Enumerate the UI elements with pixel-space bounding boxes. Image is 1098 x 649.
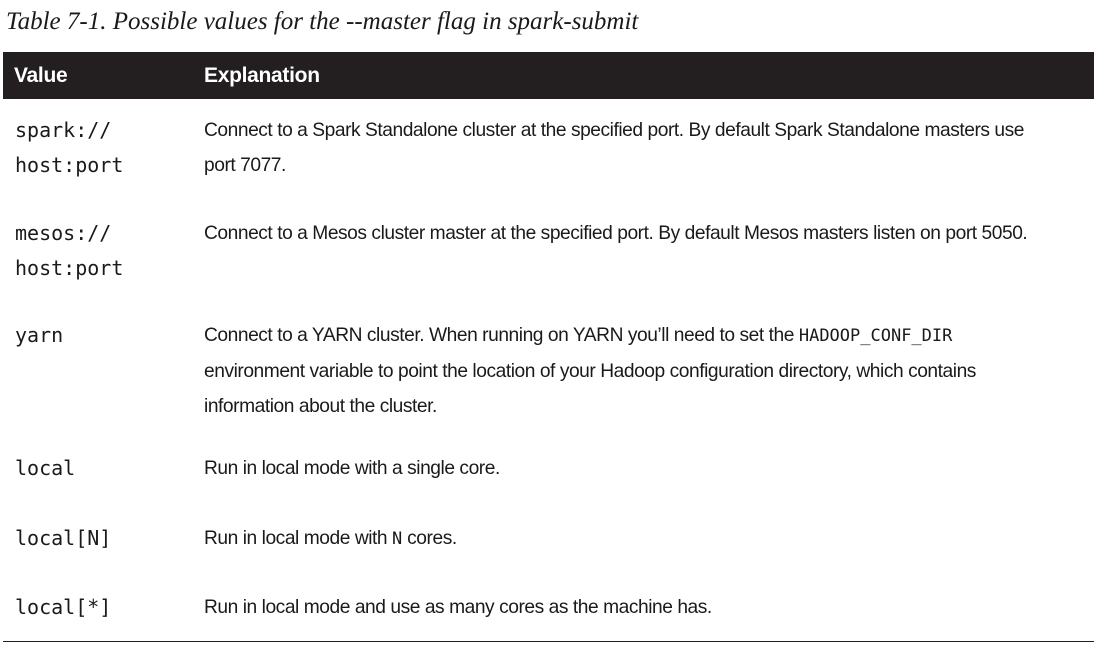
explanation-text: environment variable to point the locati… xyxy=(204,361,976,382)
explanation-cell: Run in local mode with a single core. xyxy=(204,451,1094,486)
explanation-text-part: Connect to a YARN cluster. When running … xyxy=(204,325,799,346)
value-text: mesos:// xyxy=(15,221,112,245)
explanation-text: Run in local mode and use as many cores … xyxy=(204,597,712,618)
value-cell: spark:// host:port xyxy=(3,113,204,183)
table-header-row: Value Explanation xyxy=(3,52,1094,99)
inline-code: N xyxy=(392,529,403,549)
master-values-table: Value Explanation xyxy=(3,52,1094,99)
table-row-mesos: mesos:// host:port Connect to a Mesos cl… xyxy=(3,216,1094,286)
explanation-text: Connect to a Spark Standalone cluster at… xyxy=(204,120,1025,141)
explanation-cell: Connect to a YARN cluster. When running … xyxy=(204,318,1094,424)
value-cell: mesos:// host:port xyxy=(3,216,204,286)
table-caption: Table 7-1. Possible values for the --mas… xyxy=(6,8,639,35)
value-cell: local[*] xyxy=(3,590,204,625)
value-text: local xyxy=(15,456,76,480)
value-cell: local[N] xyxy=(3,521,204,557)
value-cell: yarn xyxy=(3,318,204,424)
explanation-cell: Run in local mode and use as many cores … xyxy=(204,590,1094,625)
explanation-text: Connect to a Mesos cluster master at the… xyxy=(204,223,1028,244)
value-text: local[N] xyxy=(15,526,112,550)
header-explanation: Explanation xyxy=(204,63,320,87)
explanation-text: Run in local mode with N cores. xyxy=(204,521,1094,557)
table-row-yarn: yarn Connect to a YARN cluster. When run… xyxy=(3,318,1094,424)
inline-code: HADOOP_CONF_DIR xyxy=(798,326,953,346)
explanation-cell: Connect to a Mesos cluster master at the… xyxy=(204,216,1094,286)
table-bottom-rule xyxy=(3,641,1094,642)
table-row-local-star: local[*] Run in local mode and use as ma… xyxy=(3,590,1094,625)
table-row-local-n: local[N] Run in local mode with N cores. xyxy=(3,521,1094,557)
table-row-local: local Run in local mode with a single co… xyxy=(3,451,1094,486)
value-text: host:port xyxy=(15,153,124,177)
explanation-text-part: Run in local mode with xyxy=(204,528,393,549)
explanation-text: port 7077. xyxy=(204,155,286,176)
explanation-text: Connect to a YARN cluster. When running … xyxy=(204,318,1094,354)
table-row-spark: spark:// host:port Connect to a Spark St… xyxy=(3,113,1094,183)
value-text: spark:// xyxy=(15,118,112,142)
value-text: host:port xyxy=(15,256,124,280)
explanation-text-part: cores. xyxy=(402,528,457,549)
explanation-cell: Run in local mode with N cores. xyxy=(204,521,1094,557)
explanation-text: Run in local mode with a single core. xyxy=(204,458,500,479)
header-value: Value xyxy=(14,63,68,87)
value-cell: local xyxy=(3,451,204,486)
value-text: yarn xyxy=(15,323,64,347)
value-text: local[*] xyxy=(15,595,112,619)
explanation-cell: Connect to a Spark Standalone cluster at… xyxy=(204,113,1094,183)
explanation-text: information about the cluster. xyxy=(204,396,437,417)
